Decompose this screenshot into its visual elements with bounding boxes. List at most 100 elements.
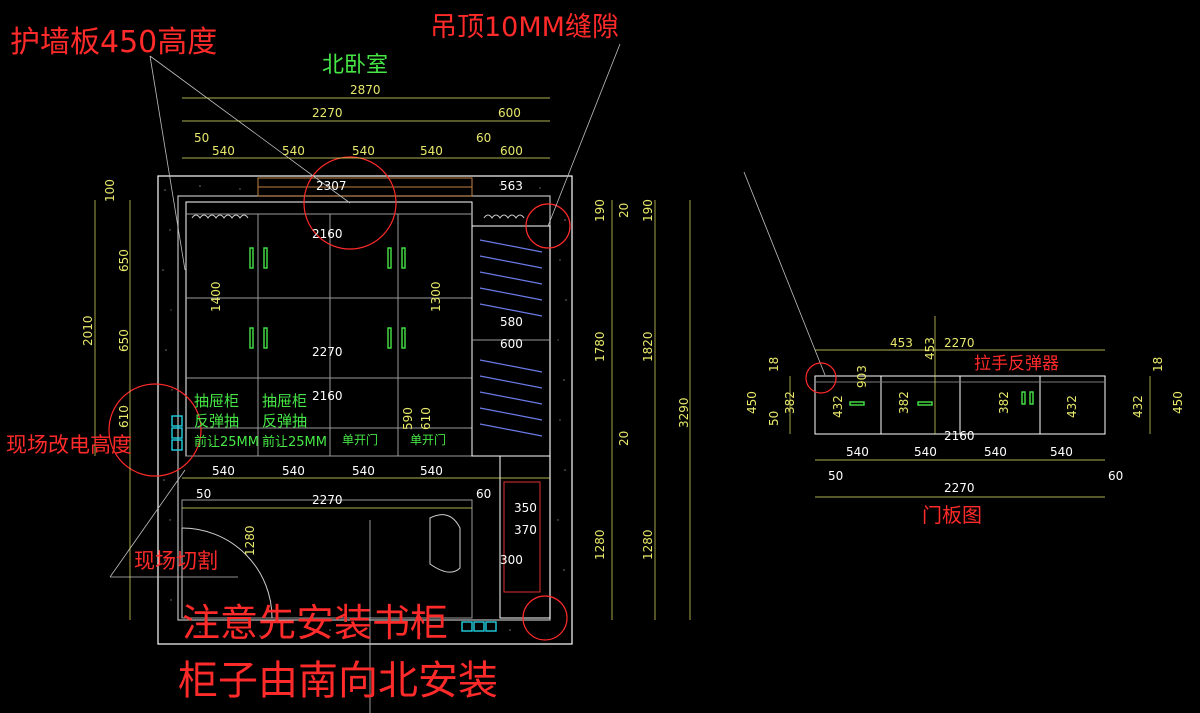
door-panel-drawing (789, 316, 1151, 498)
highlight-circles (108, 156, 571, 641)
door-dim-top-total: 2270 (944, 336, 975, 350)
dim-desk-370: 370 (514, 523, 537, 537)
dim-right-1280a: 1280 (593, 529, 607, 560)
dim-right-1820: 1820 (641, 331, 655, 362)
power-outlets (171, 415, 497, 632)
handle-note: 拉手反弹器 (974, 354, 1059, 374)
annotation-site-cut: 现场切割 (134, 549, 218, 573)
door-dim-seg-3: 540 (984, 445, 1007, 459)
dim-top-left: 2270 (312, 106, 343, 120)
door-dim-432a: 432 (831, 395, 845, 418)
annotation-wall-panel: 护墙板450高度 (10, 25, 217, 60)
annotation-ceiling-gap: 吊顶10MM缝隙 (430, 12, 619, 43)
dim-desk-350: 350 (514, 501, 537, 515)
door-dim-seg-1: 540 (846, 445, 869, 459)
door-dim-453b: 453 (923, 337, 937, 360)
door-dim-seg-4: 540 (1050, 445, 1073, 459)
door-panel-handles (849, 391, 1034, 406)
shoe-shelves (479, 239, 543, 437)
door-dim-inner-2160: 2160 (944, 429, 975, 443)
leader-lines (109, 43, 826, 713)
curtain-rails (257, 177, 473, 197)
dim-h-1400: 1400 (209, 281, 223, 312)
dim-left-100: 100 (103, 179, 117, 202)
single-door-label-2: 单开门 (410, 432, 446, 447)
drawer1-label-line1: 抽屉柜 (194, 392, 239, 410)
dim-bottom-seg-2: 540 (282, 464, 305, 478)
dim-mid-width: 2270 (312, 345, 343, 359)
door-panel-title: 门板图 (922, 503, 982, 527)
dim-left-650a: 650 (117, 249, 131, 272)
door-dim-453a: 453 (890, 336, 913, 350)
door-dim-seg-2: 540 (914, 445, 937, 459)
single-door-label-1: 单开门 (342, 432, 378, 447)
door-dim-bottom-total: 2270 (944, 481, 975, 495)
door-dim-18b: 18 (1151, 357, 1165, 372)
dim-bottom-gap-right: 60 (476, 487, 491, 501)
door-dim-50: 50 (767, 411, 781, 426)
door-dim-18a: 18 (767, 357, 781, 372)
drawer1-label-line3: 前让25MM (194, 434, 259, 450)
door-dim-450a: 450 (745, 391, 759, 414)
dim-seg-3: 540 (352, 144, 375, 158)
dim-right-190b: 190 (641, 199, 655, 222)
door-dimension-lines (789, 316, 1151, 498)
dim-seg-right: 600 (500, 144, 523, 158)
dim-right-20a: 20 (617, 203, 631, 218)
door-panel-outline (814, 375, 1106, 435)
dim-shelf-580: 580 (500, 315, 523, 329)
dim-seg-2: 540 (282, 144, 305, 158)
annotation-relocate-power: 现场改电高度 (6, 433, 132, 457)
dim-top-gap-right: 60 (476, 131, 491, 145)
door-panel-highlight (805, 362, 837, 394)
dim-right-1780: 1780 (593, 331, 607, 362)
door-handles (249, 247, 406, 349)
dim-left-2010: 2010 (81, 315, 95, 346)
door-dim-450b: 450 (1171, 391, 1185, 414)
dim-top-gap-left: 50 (194, 131, 209, 145)
dim-bottom-seg-1: 540 (212, 464, 235, 478)
dim-h-610-inner: 610 (419, 407, 433, 430)
hanger-rod-right (483, 214, 525, 219)
dim-bottom-seg-3: 540 (352, 464, 375, 478)
dim-shelf-600: 600 (500, 337, 523, 351)
wall-hatch (162, 184, 567, 637)
door-swing (181, 527, 273, 619)
dim-left-1280: 1280 (243, 525, 257, 556)
door-dim-gap-60: 60 (1108, 469, 1123, 483)
dim-top-total: 2870 (350, 83, 381, 97)
dim-rail-right: 563 (500, 179, 523, 193)
note-install-order-line2: 柜子由南向北安装 (178, 658, 498, 704)
floor-plan (94, 43, 826, 713)
dim-rail-left: 2307 (316, 179, 347, 193)
door-dim-382b: 382 (897, 391, 911, 414)
dim-seg-4: 540 (420, 144, 443, 158)
door-dim-382a: 382 (783, 391, 797, 414)
dim-bottom-seg-4: 540 (420, 464, 443, 478)
dim-top-right: 600 (498, 106, 521, 120)
dimension-lines (94, 97, 691, 620)
dim-inner-top: 2160 (312, 227, 343, 241)
hanger-rod-left (191, 214, 249, 219)
dim-bottom-gap: 50 (196, 487, 211, 501)
dim-mid-2160: 2160 (312, 389, 343, 403)
door-dim-382c: 382 (997, 391, 1011, 414)
dim-left-650b: 650 (117, 329, 131, 352)
dim-desk-300: 300 (500, 553, 523, 567)
dim-bottom-total: 2270 (312, 493, 343, 507)
door-dim-903: 903 (855, 365, 869, 388)
desk-area (181, 455, 551, 619)
drawer2-label-line1: 抽屉柜 (262, 392, 307, 410)
dim-seg-1: 540 (212, 144, 235, 158)
room-name-label: 北卧室 (322, 53, 388, 78)
drawer2-label-line2: 反弹抽 (262, 412, 307, 430)
drawer1-label-line2: 反弹抽 (194, 412, 239, 430)
door-dim-432b: 432 (1065, 395, 1079, 418)
dim-left-610: 610 (117, 405, 131, 428)
note-install-order-line1: 注意先安装书柜 (182, 601, 448, 645)
door-dim-432c: 432 (1131, 395, 1145, 418)
drawer2-label-line3: 前让25MM (262, 434, 327, 450)
dim-right-190a: 190 (593, 199, 607, 222)
dim-right-1280b: 1280 (641, 529, 655, 560)
